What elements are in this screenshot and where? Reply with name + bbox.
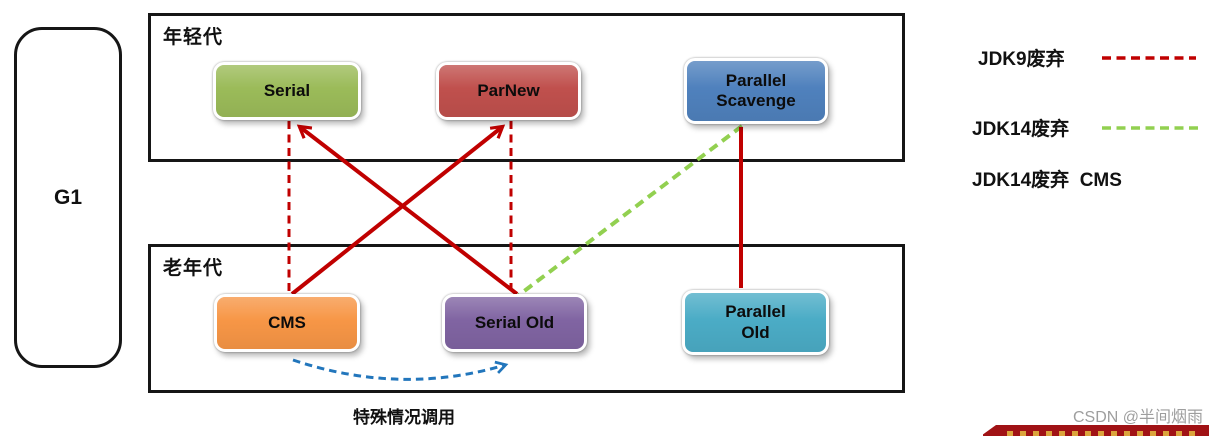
- legend-item-jdk14-cms: JDK14废弃 CMS: [972, 165, 1122, 192]
- collector-parallel-old-label: Parallel Old: [725, 302, 786, 342]
- collector-cms-label: CMS: [268, 312, 306, 332]
- legend-label-jdk14: JDK14废弃: [972, 119, 1070, 140]
- collector-serial-old-label: Serial Old: [474, 312, 555, 332]
- g1-label: G1: [53, 185, 82, 209]
- csdn-ribbon: [983, 425, 1209, 436]
- old-generation-title: 老年代: [163, 258, 224, 279]
- collector-parallel-old: Parallel Old: [682, 290, 829, 355]
- legend-item-jdk9-deprecated: JDK9废弃: [978, 44, 1198, 71]
- collector-parallel-scavenge-label: Parallel Scavenge: [716, 70, 796, 110]
- legend-green-dashed-line: [1102, 125, 1198, 130]
- collector-serial-label: Serial: [263, 80, 311, 100]
- legend-item-jdk14-deprecated: JDK14废弃: [972, 114, 1200, 141]
- young-generation-title: 年轻代: [163, 27, 224, 48]
- csdn-watermark: CSDN @半间烟雨: [1072, 409, 1203, 426]
- collector-cms: CMS: [214, 294, 360, 352]
- collector-parnew-label: ParNew: [477, 80, 540, 100]
- collector-parallel-scavenge: Parallel Scavenge: [684, 58, 828, 124]
- collector-serial-old: Serial Old: [442, 294, 587, 352]
- collector-serial: Serial: [213, 62, 361, 120]
- collector-parnew: ParNew: [436, 62, 581, 120]
- legend-label-jdk9: JDK9废弃: [978, 49, 1065, 70]
- legend-label-jdk14-cms: JDK14废弃 CMS: [972, 170, 1122, 191]
- ribbon-clipped-text-fragment: [1007, 431, 1201, 436]
- g1-node: G1: [14, 27, 122, 368]
- special-case-caption: 特殊情况调用: [353, 408, 455, 427]
- legend-red-dashed-line: [1102, 55, 1196, 60]
